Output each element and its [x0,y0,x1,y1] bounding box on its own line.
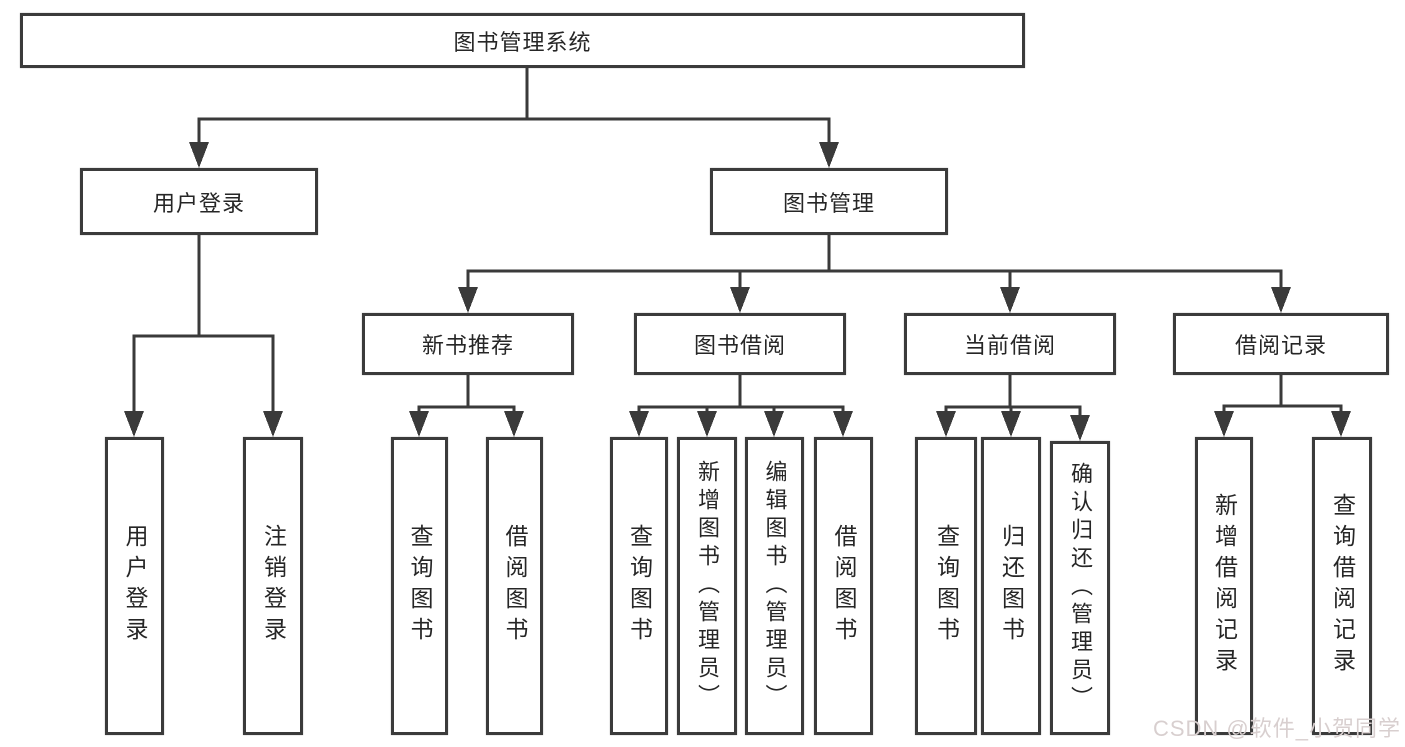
leaf-newbook-borrow-books: 借阅图书 [486,437,543,735]
arrow-down-icon [833,411,853,437]
leaf-current-confirm-return-admin-label: 确认归还（管理员） [1068,462,1093,714]
csdn-watermark: CSDN @软件_小贺同学 [1152,716,1401,741]
arrow-down-icon [730,287,750,313]
leaf-logout-login-label: 注销登录 [260,524,287,648]
node-borrow-records-label: 借阅记录 [1234,333,1327,358]
node-book-borrow-label: 图书借阅 [693,333,786,358]
node-new-book-recommend: 新书推荐 [362,313,574,375]
leaf-newbook-borrow-books-label: 借阅图书 [502,524,528,648]
leaf-records-add-borrow-record-label: 新增借阅记录 [1211,493,1238,679]
arrow-down-icon [263,411,283,437]
leaf-current-query-books: 查询图书 [915,437,977,735]
leaf-borrow-query-books: 查询图书 [610,437,668,735]
arrow-down-icon [936,411,956,437]
arrow-down-icon [458,287,478,313]
leaf-user-login-label: 用户登录 [122,524,148,648]
leaf-records-query-borrow-record-label: 查询借阅记录 [1329,493,1356,679]
leaf-current-return-books: 归还图书 [981,437,1041,735]
arrow-down-icon [1271,287,1291,313]
node-book-management-label: 图书管理 [782,190,875,216]
node-root-label: 图书管理系统 [453,29,592,55]
leaf-user-login: 用户登录 [105,437,164,735]
node-new-book-recommend-label: 新书推荐 [421,333,514,358]
leaf-current-query-books-label: 查询图书 [933,524,960,648]
arrow-down-icon [1000,287,1020,313]
node-book-management: 图书管理 [710,168,948,235]
leaf-borrow-edit-books-admin: 编辑图书（管理员） [745,437,804,735]
arrow-down-icon [1214,411,1234,437]
node-user-login: 用户登录 [80,168,318,235]
leaf-borrow-borrow-books: 借阅图书 [814,437,873,735]
arrow-down-icon [189,142,209,168]
leaf-borrow-add-books-admin-label: 新增图书（管理员） [695,460,720,712]
node-root: 图书管理系统 [20,13,1025,68]
node-book-borrow: 图书借阅 [634,313,846,375]
arrow-down-icon [819,142,839,168]
leaf-newbook-query-books: 查询图书 [391,437,448,735]
node-user-login-label: 用户登录 [152,190,245,216]
arrow-down-icon [409,411,429,437]
arrow-down-icon [1070,415,1090,441]
leaf-borrow-borrow-books-label: 借阅图书 [831,524,857,648]
arrow-down-icon [629,411,649,437]
node-borrow-records: 借阅记录 [1173,313,1389,375]
leaf-borrow-add-books-admin: 新增图书（管理员） [677,437,737,735]
leaf-records-query-borrow-record: 查询借阅记录 [1312,437,1372,735]
node-current-borrow-label: 当前借阅 [963,333,1056,358]
leaf-newbook-query-books-label: 查询图书 [407,524,433,648]
leaf-logout-login: 注销登录 [243,437,303,735]
leaf-borrow-query-books-label: 查询图书 [626,524,653,648]
leaf-borrow-edit-books-admin-label: 编辑图书（管理员） [762,460,788,712]
leaf-current-confirm-return-admin: 确认归还（管理员） [1050,441,1110,735]
leaf-records-add-borrow-record: 新增借阅记录 [1195,437,1253,735]
arrow-down-icon [697,411,717,437]
leaf-current-return-books-label: 归还图书 [998,524,1025,648]
arrow-down-icon [1001,411,1021,437]
node-current-borrow: 当前借阅 [904,313,1116,375]
arrow-down-icon [124,411,144,437]
arrow-down-icon [764,411,784,437]
arrow-down-icon [504,411,524,437]
arrow-down-icon [1331,411,1351,437]
